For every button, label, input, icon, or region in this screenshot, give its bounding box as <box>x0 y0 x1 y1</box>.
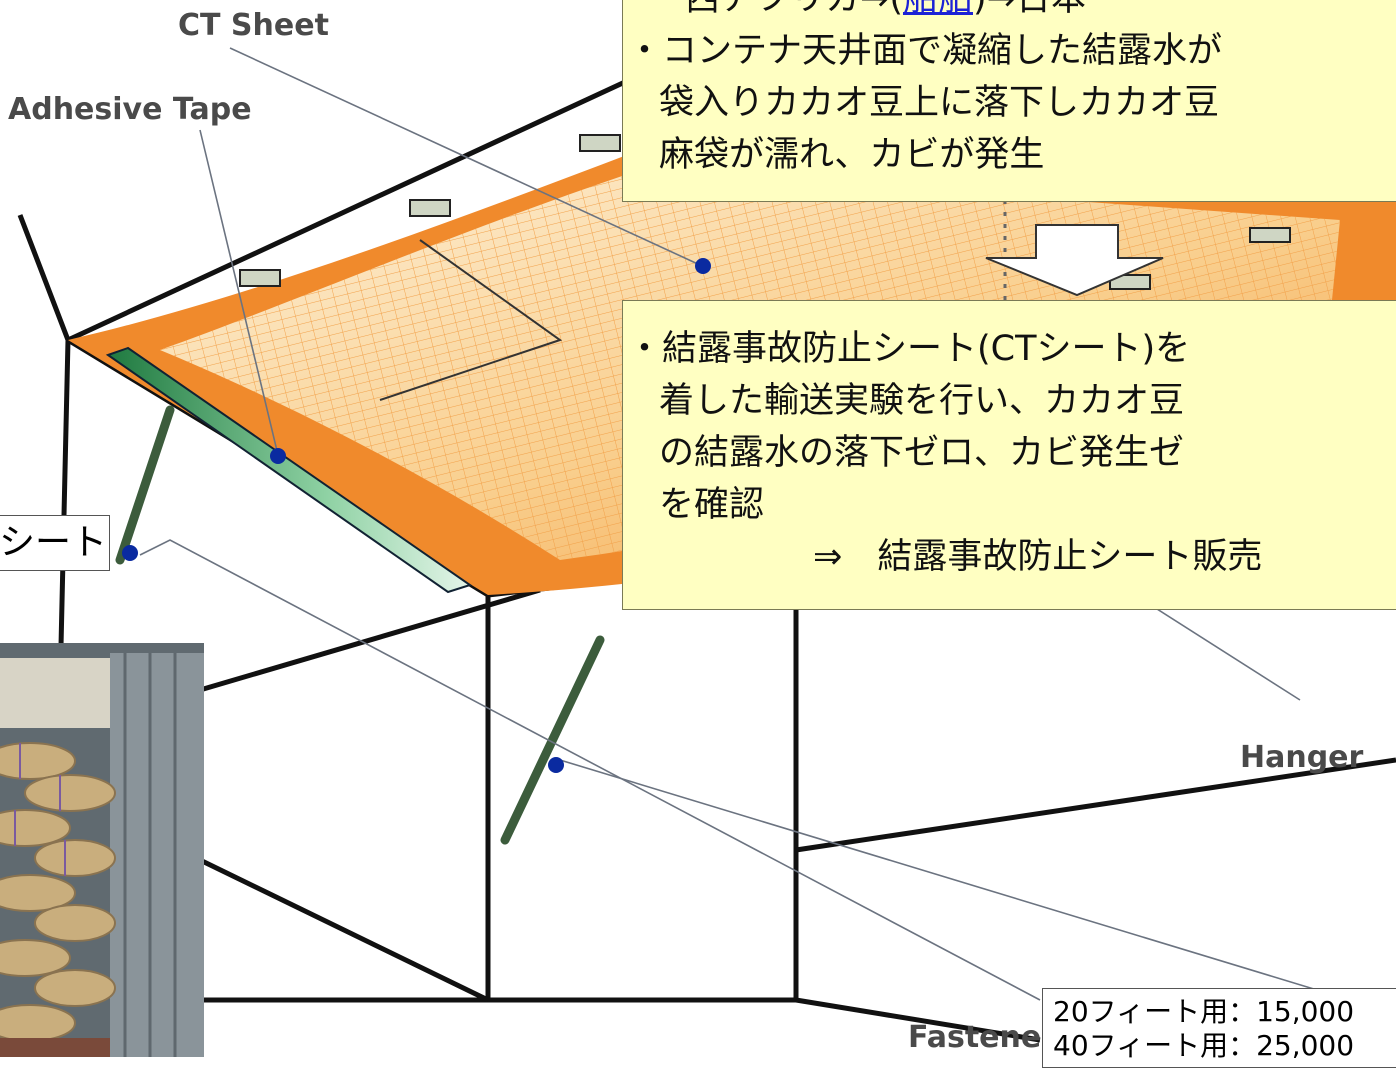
note-bottom-line3: の結露水の落下ゼロ、カビ発生ゼ <box>659 433 1185 473</box>
note-bottom-bullet: 結露事故防止シート(CTシート)を <box>623 323 1396 375</box>
note-top-line3: 麻袋が濡れ、カビが発生 <box>659 135 1045 175</box>
sheet-tag: シート <box>0 515 110 571</box>
note-top-bullet: コンテナ天井面で凝縮した結露水が <box>623 25 1396 77</box>
note-top-line2: 袋入りカカオ豆上に落下しカカオ豆 <box>659 83 1220 123</box>
label-hanger: Hanger <box>1240 740 1364 775</box>
hanger-brackets <box>239 134 1291 290</box>
note-top-route: 西アフリカ→(船舶)→日本 <box>623 0 1396 25</box>
label-adhesive-tape: Adhesive Tape <box>8 92 252 127</box>
price-line-20ft: 20フィート用：15,000 <box>1053 995 1355 1028</box>
fastener-straps <box>115 405 605 845</box>
label-fastener: Fastener <box>908 1020 1057 1055</box>
container-photo <box>0 643 204 1057</box>
down-arrow-icon <box>985 224 1164 297</box>
adhesive-tape-strip <box>105 346 473 594</box>
route-ship-link[interactable]: 船舶 <box>903 0 973 19</box>
note-bottom-line2: 着した輸送実験を行い、カカオ豆 <box>659 381 1185 421</box>
note-bottom: 結露事故防止シート(CTシート)を 着した輸送実験を行い、カカオ豆 の結露水の落… <box>622 300 1396 610</box>
leader-lines <box>139 47 1351 1001</box>
note-bottom-line5: ⇒ 結露事故防止シート販売 <box>813 537 1263 577</box>
point-markers <box>122 258 711 773</box>
note-bottom-line4: を確認 <box>659 485 765 525</box>
container-photo-drawing <box>0 643 204 1057</box>
price-line-40ft: 40フィート用：25,000 <box>1053 1029 1355 1062</box>
label-ct-sheet: CT Sheet <box>178 8 329 43</box>
price-box: 20フィート用：15,000 40フィート用：25,000 <box>1042 988 1396 1068</box>
route-suffix: )→日本 <box>973 0 1086 19</box>
route-prefix: 西アフリカ→( <box>685 0 903 19</box>
note-top: 西アフリカ→(船舶)→日本 コンテナ天井面で凝縮した結露水が 袋入りカカオ豆上に… <box>622 0 1396 202</box>
